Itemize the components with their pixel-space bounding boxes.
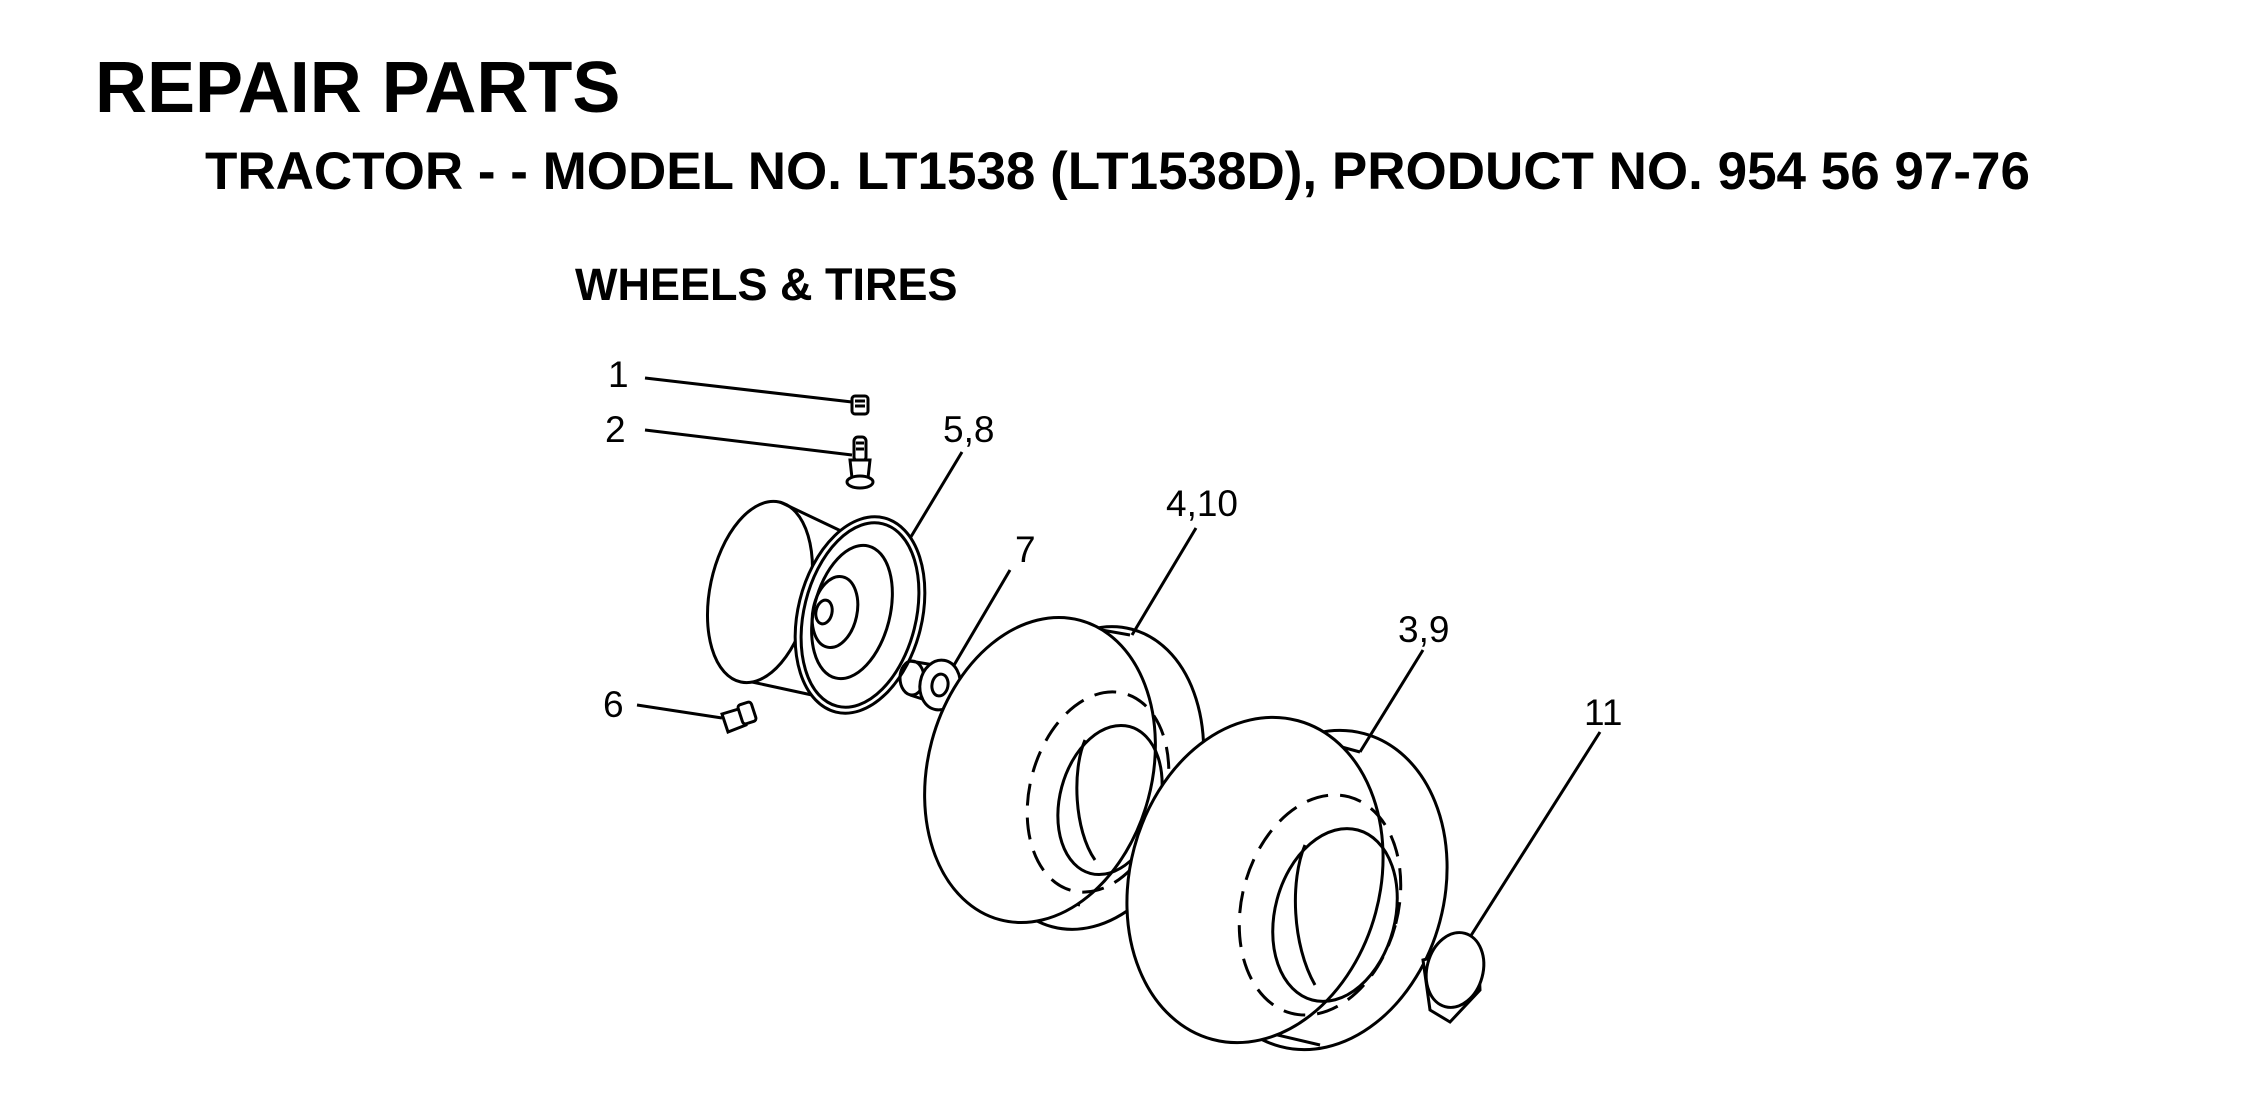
bolt-icon (720, 700, 758, 734)
hub-cap-icon (1421, 931, 1486, 1024)
callout-4-10: 4,10 (1166, 483, 1238, 524)
leader-lines (636, 376, 1602, 946)
callout-1: 1 (608, 354, 629, 395)
leader-line-2 (644, 428, 853, 457)
callout-2: 2 (605, 409, 626, 450)
rear-tire-icon (1125, 715, 1449, 1052)
page-subtitle: TRACTOR - - MODEL NO. LT1538 (LT1538D), … (205, 142, 2030, 201)
callout-5-8: 5,8 (943, 409, 994, 450)
leader-line-4-10 (1130, 527, 1198, 636)
bushing-icon (898, 658, 962, 712)
leader-line-11 (1463, 731, 1602, 946)
section-title: WHEELS & TIRES (575, 259, 958, 310)
callout-3-9: 3,9 (1398, 609, 1449, 650)
callout-labels: 1 2 5,8 7 4,10 3,9 6 11 (603, 354, 1622, 733)
callout-11: 11 (1584, 692, 1622, 733)
leader-line-1 (644, 376, 853, 404)
leader-line-6 (636, 703, 723, 720)
callout-7: 7 (1015, 529, 1036, 570)
callout-6: 6 (603, 684, 624, 725)
leader-line-7 (948, 569, 1012, 673)
wheel-rim-icon (705, 499, 927, 715)
page-title: REPAIR PARTS (95, 48, 621, 128)
valve-cap-icon (850, 394, 870, 416)
valve-stem-icon (845, 435, 875, 490)
